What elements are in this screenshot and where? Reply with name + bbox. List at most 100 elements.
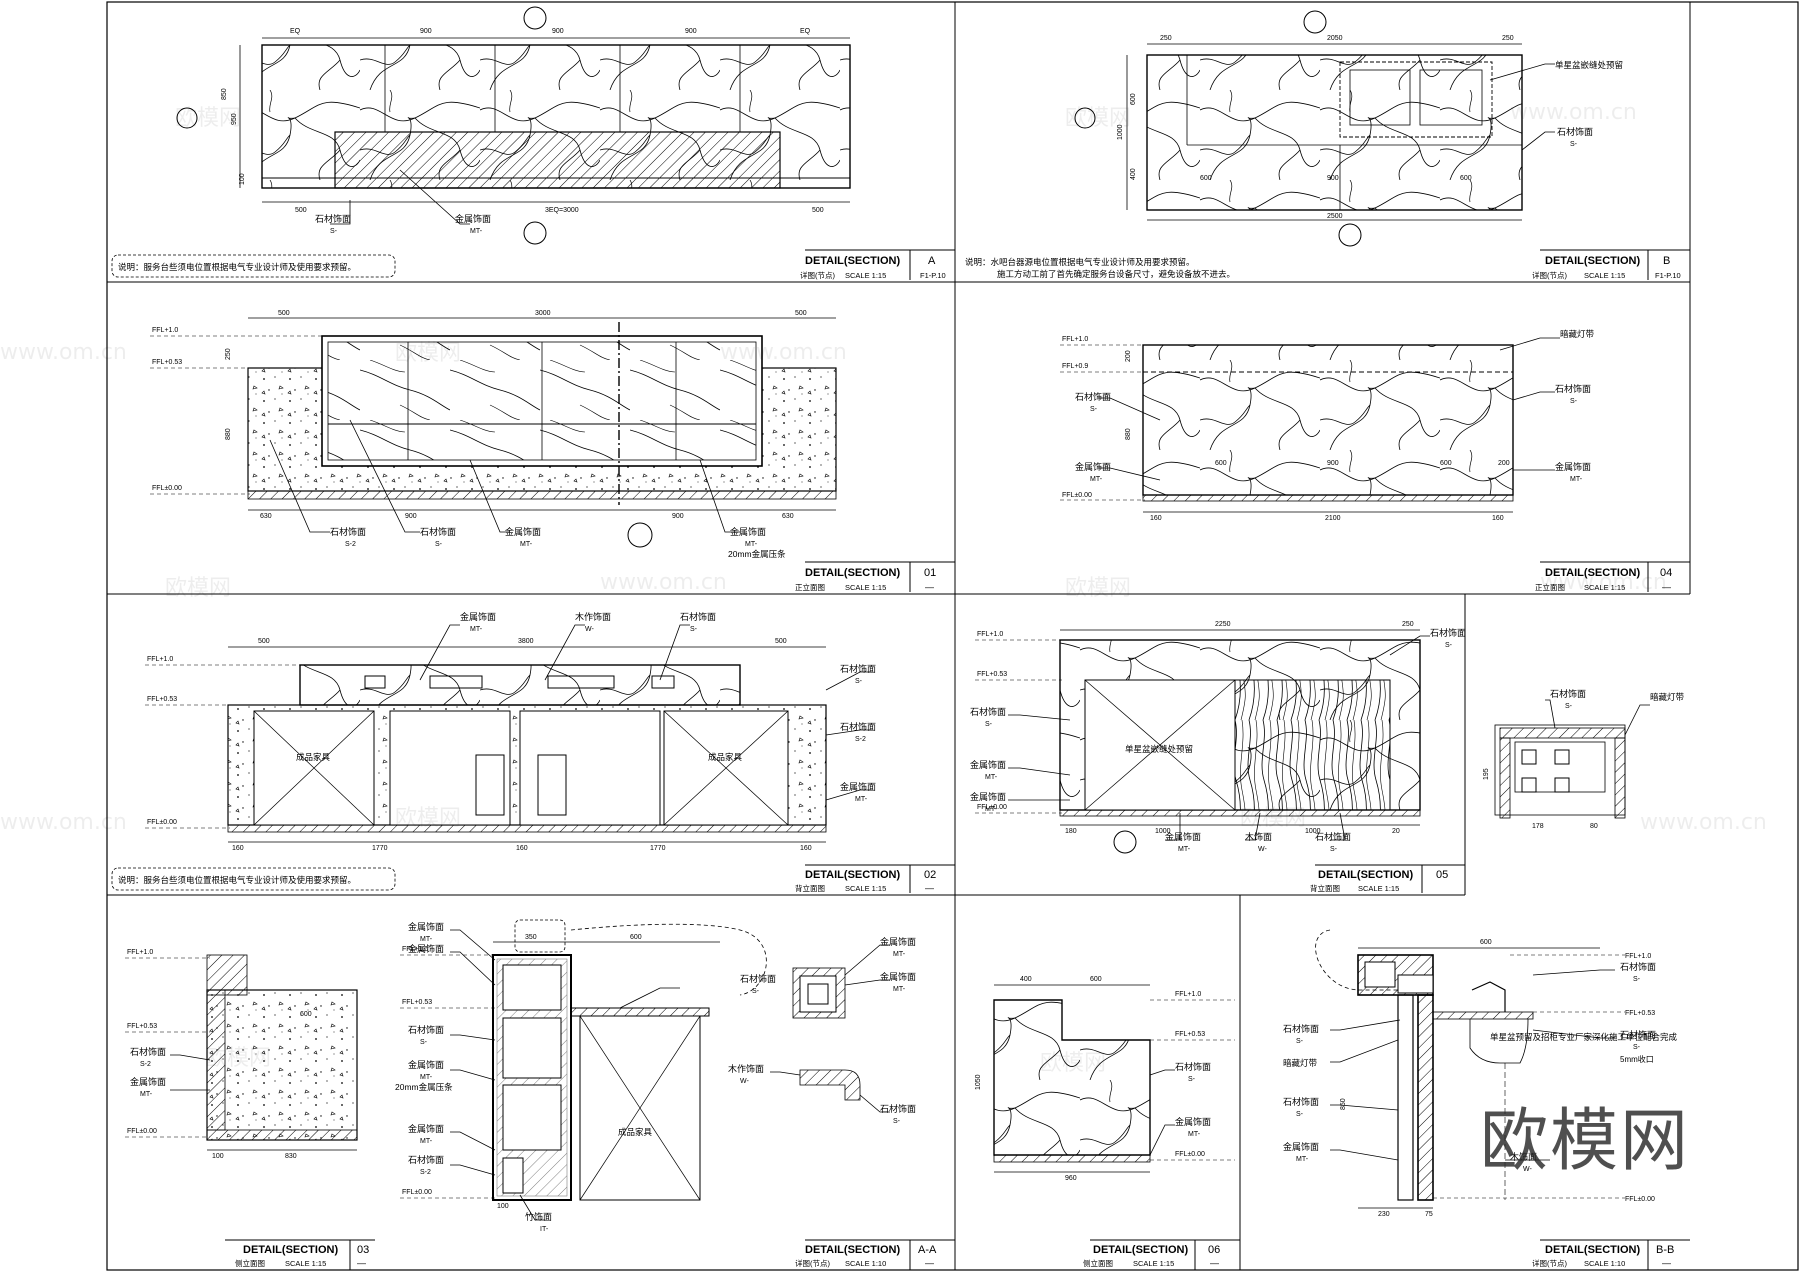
dim-05-top-1: 250 — [1402, 621, 1414, 628]
dim-B-bottom: 2500 — [1327, 213, 1343, 220]
label-AA-det-wood: 木作饰面 — [728, 1063, 764, 1074]
label-05-stone-b: 石材饰面 — [1315, 831, 1351, 842]
label-02-furn-l: 成品家具 — [296, 752, 331, 762]
title-B-ref: F1-P.10 — [1655, 271, 1681, 280]
label-AA-det-metal1: 金属饰面 — [880, 936, 916, 947]
dim-01-bottom-3: 630 — [782, 513, 794, 520]
code-05-veneer: W- — [1258, 846, 1267, 853]
code-04-stone-l: S- — [1090, 406, 1098, 413]
dim-04-inner-2: 900 — [1327, 460, 1339, 467]
title-06-sub: 侧立面图 — [1083, 1258, 1113, 1268]
title-04-sub: 正立面图 — [1535, 582, 1565, 592]
title-02-main: DETAIL(SECTION) — [805, 869, 900, 881]
dim-02-top-1: 3800 — [518, 638, 534, 645]
dim-01-bottom-2: 900 — [672, 513, 684, 520]
panel-06: 400 600 960 1050 FFL+1.0 FFL+0.53 FFL±0.… — [975, 976, 1235, 1182]
label-04-metal-r: 金属饰面 — [1555, 461, 1591, 472]
panel-B: 单星盆嵌缝处预留 石材饰面 S- 250 2050 250 600 900 60… — [965, 10, 1623, 279]
label-01-metal: 金属饰面 — [505, 526, 541, 537]
dim-B-mid-2: 600 — [1460, 175, 1472, 182]
code-BB-stone-r2: S- — [1633, 1044, 1641, 1051]
title-04-id: 04 — [1660, 567, 1672, 579]
level-03-floor: FFL±0.00 — [127, 1128, 157, 1135]
label-AA-metal3: 金属饰面 — [408, 1059, 444, 1070]
title-05-main: DETAIL(SECTION) — [1318, 869, 1413, 881]
title-AA-id: A-A — [918, 1244, 937, 1256]
level-06-top: FFL+1.0 — [1175, 991, 1201, 998]
dim-06-top-1: 600 — [1090, 976, 1102, 983]
label-05-metal-l: 金属饰面 — [970, 759, 1006, 770]
label-AA-furn: 成品家具 — [618, 1127, 653, 1137]
title-BB-ref: — — [1662, 1258, 1671, 1268]
title-05-id: 05 — [1436, 869, 1448, 881]
dim-02-bottom-3: 1770 — [650, 845, 666, 852]
title-04: DETAIL(SECTION) 04 正立面图 SCALE 1:15 — — [1535, 561, 1690, 592]
title-03-id: 03 — [357, 1244, 369, 1256]
code-AA-it: IT- — [540, 1226, 549, 1233]
code-01-metal: MT- — [520, 541, 533, 548]
level-06-mid: FFL+0.53 — [1175, 1031, 1205, 1038]
title-A-id: A — [928, 255, 936, 267]
title-A: DETAIL(SECTION) A 详图(节点) SCALE 1:15 F1-P… — [800, 249, 955, 280]
dim-03-top: 600 — [300, 1011, 312, 1018]
dim-04-inner-3: 600 — [1440, 460, 1452, 467]
title-BB: DETAIL(SECTION) B-B 详图(节点) SCALE 1:10 — — [1532, 1239, 1690, 1270]
panel-03: FFL+1.0 FFL+0.53 FFL±0.00 600 100 830 石材… — [125, 949, 358, 1160]
code-02-stone-r1: S- — [855, 678, 863, 685]
code-05-metal-l2: MT- — [985, 806, 998, 813]
dim-detail-1: 80 — [1590, 823, 1598, 830]
panel-05-detail: 178 80 195 石材饰面 S- 暗藏灯带 — [1483, 688, 1685, 830]
title-AA-main: DETAIL(SECTION) — [805, 1244, 900, 1256]
label-AA-stone1: 石材饰面 — [408, 1024, 444, 1035]
code-05-metal-l: MT- — [985, 774, 998, 781]
code-05-stone-b: S- — [1330, 846, 1338, 853]
dim-01-left-2: 880 — [225, 428, 232, 440]
level-01-floor: FFL±0.00 — [152, 485, 182, 492]
panel-04: FFL+1.0 FFL+0.9 FFL±0.00 160 2100 160 60… — [1060, 329, 1595, 522]
title-A-scale: SCALE 1:15 — [845, 271, 886, 280]
dim-02-top-0: 500 — [258, 638, 270, 645]
title-AA: DETAIL(SECTION) A-A 详图(节点) SCALE 1:10 — — [795, 1239, 955, 1270]
code-04-stone-r: S- — [1570, 398, 1578, 405]
label-AA-det-stone: 石材饰面 — [880, 1103, 916, 1114]
code-02-metal: MT- — [470, 626, 483, 633]
label-BB-stone-l: 石材饰面 — [1283, 1023, 1319, 1034]
label-AA-stone2: 石材饰面 — [408, 1154, 444, 1165]
code-BB-stone-l2: S- — [1296, 1111, 1304, 1118]
note-02: 说明：服务台些须电位置根据电气专业设计师及使用要求预留。 — [118, 875, 356, 885]
dim-B-mid-0: 600 — [1200, 175, 1212, 182]
level-BB-mid: FFL+0.53 — [1625, 1010, 1655, 1017]
level-03-top: FFL+1.0 — [127, 949, 153, 956]
code-AA-det-stone: S- — [893, 1118, 901, 1125]
dim-A-bottom-1: 3EQ=3000 — [545, 207, 579, 214]
label-06-stone: 石材饰面 — [1175, 1061, 1211, 1072]
title-01-ref: — — [925, 582, 934, 592]
title-BB-sub: 详图(节点) — [1532, 1258, 1567, 1268]
level-03-mid: FFL+0.53 — [127, 1023, 157, 1030]
label-02-furn-r: 成品家具 — [708, 752, 743, 762]
title-06-id: 06 — [1208, 1244, 1220, 1256]
label-AA-bamboo: 竹饰面 — [525, 1211, 552, 1222]
label-05-metal-l2: 金属饰面 — [970, 791, 1006, 802]
dim-B-mid-1: 900 — [1327, 175, 1339, 182]
label-AA-strip: 20mm金属压条 — [395, 1082, 453, 1092]
title-04-ref: — — [1662, 582, 1671, 592]
title-06-main: DETAIL(SECTION) — [1093, 1244, 1188, 1256]
level-02-mid: FFL+0.53 — [147, 696, 177, 703]
dim-02-top-2: 500 — [775, 638, 787, 645]
dim-02-bottom-4: 160 — [800, 845, 812, 852]
level-06-floor: FFL±0.00 — [1175, 1151, 1205, 1158]
title-02-sub: 背立面图 — [795, 883, 825, 893]
dim-04-left-0: 200 — [1125, 350, 1132, 362]
label-02-stone-r2: 石材饰面 — [840, 721, 876, 732]
dim-02-bottom-1: 1770 — [372, 845, 388, 852]
title-04-main: DETAIL(SECTION) — [1545, 567, 1640, 579]
title-03-sub: 侧立面图 — [235, 1258, 265, 1268]
code-01-metal2: MT- — [745, 541, 758, 548]
code-det-stone: S- — [1565, 703, 1573, 710]
title-B: DETAIL(SECTION) B 详图(节点) SCALE 1:15 F1-P… — [1532, 249, 1690, 280]
title-05-sub: 背立面图 — [1310, 883, 1340, 893]
dim-A-top-0: EQ — [290, 28, 301, 35]
label-01-metal2: 金属饰面 — [730, 526, 766, 537]
title-A-ref: F1-P.10 — [920, 271, 946, 280]
